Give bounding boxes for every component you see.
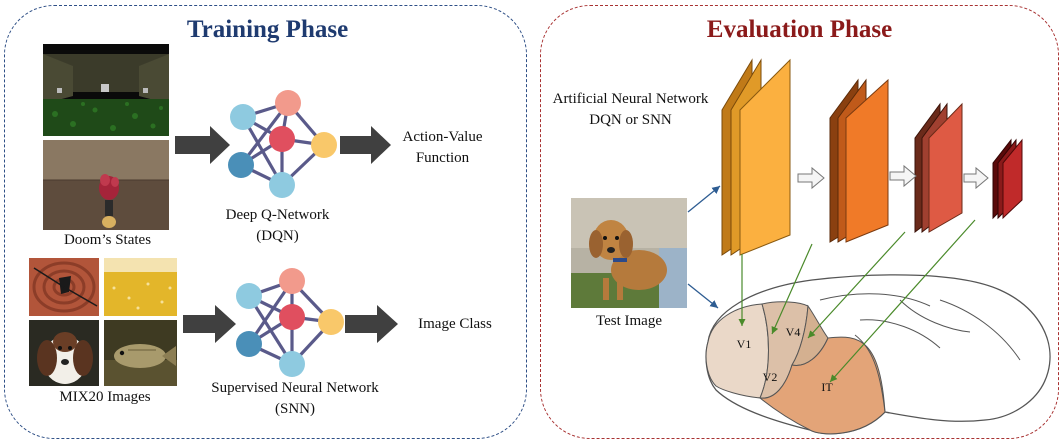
- mix-image-wood: [29, 258, 99, 316]
- ann-label-line2: DQN or SNN: [589, 112, 672, 128]
- region-v1-label: V1: [736, 337, 752, 351]
- snn-output-arrow: [345, 305, 398, 343]
- test-image: [571, 198, 687, 308]
- dqn-network-icon: [228, 90, 337, 198]
- cnn-layer-stack-3: [914, 102, 963, 234]
- dqn-label-line1: Deep Q-Network: [225, 207, 330, 223]
- test-image-label: Test Image: [595, 313, 662, 329]
- brain-illustration: [705, 274, 1051, 435]
- cnn-layer-stack-2: [829, 78, 889, 243]
- mix-image-dog: [29, 320, 99, 386]
- doom-state-image-1: [43, 44, 169, 136]
- dqn-input-arrow: [175, 126, 230, 164]
- region-v4-label: V4: [785, 325, 801, 339]
- action-value-label: Action-Value Function: [395, 127, 490, 169]
- dqn-output-arrow: [340, 126, 391, 164]
- ann-label-line1: Artificial Neural Network: [552, 91, 709, 107]
- snn-label: Supervised Neural Network (SNN): [195, 378, 395, 420]
- layer-to-brain-arrows: [738, 219, 976, 383]
- input-to-brain-arrow: [687, 283, 719, 309]
- mix-image-beer: [104, 258, 177, 316]
- training-phase-title: Training Phase: [186, 16, 349, 43]
- dqn-label-line2: (DQN): [256, 228, 299, 244]
- mix20-images-label: MIX20 Images: [59, 389, 151, 405]
- region-v2-label: V2: [762, 370, 778, 384]
- image-class-label: Image Class: [418, 316, 492, 332]
- input-to-ann-arrow: [687, 185, 721, 213]
- mix-image-fish: [104, 320, 177, 386]
- cnn-layer-stack-4: [992, 138, 1023, 220]
- action-value-line2: Function: [415, 150, 470, 166]
- evaluation-phase-title: Evaluation Phase: [706, 16, 893, 43]
- ann-label: Artificial Neural Network DQN or SNN: [538, 89, 723, 131]
- training-phase-panel: [4, 5, 527, 439]
- doom-state-image-2: [43, 140, 169, 230]
- layer-arrows: [797, 164, 989, 190]
- region-it-label: IT: [821, 380, 833, 394]
- snn-label-line1: Supervised Neural Network: [211, 380, 379, 396]
- snn-network-icon: [236, 268, 344, 377]
- snn-label-line2: (SNN): [275, 401, 315, 417]
- dqn-label: Deep Q-Network (DQN): [205, 205, 350, 247]
- action-value-line1: Action-Value: [402, 129, 483, 145]
- snn-input-arrow: [183, 305, 236, 343]
- cnn-layer-stack-1: [721, 58, 791, 256]
- doom-states-label: Doom’s States: [63, 232, 152, 248]
- evaluation-phase-panel: [540, 5, 1059, 439]
